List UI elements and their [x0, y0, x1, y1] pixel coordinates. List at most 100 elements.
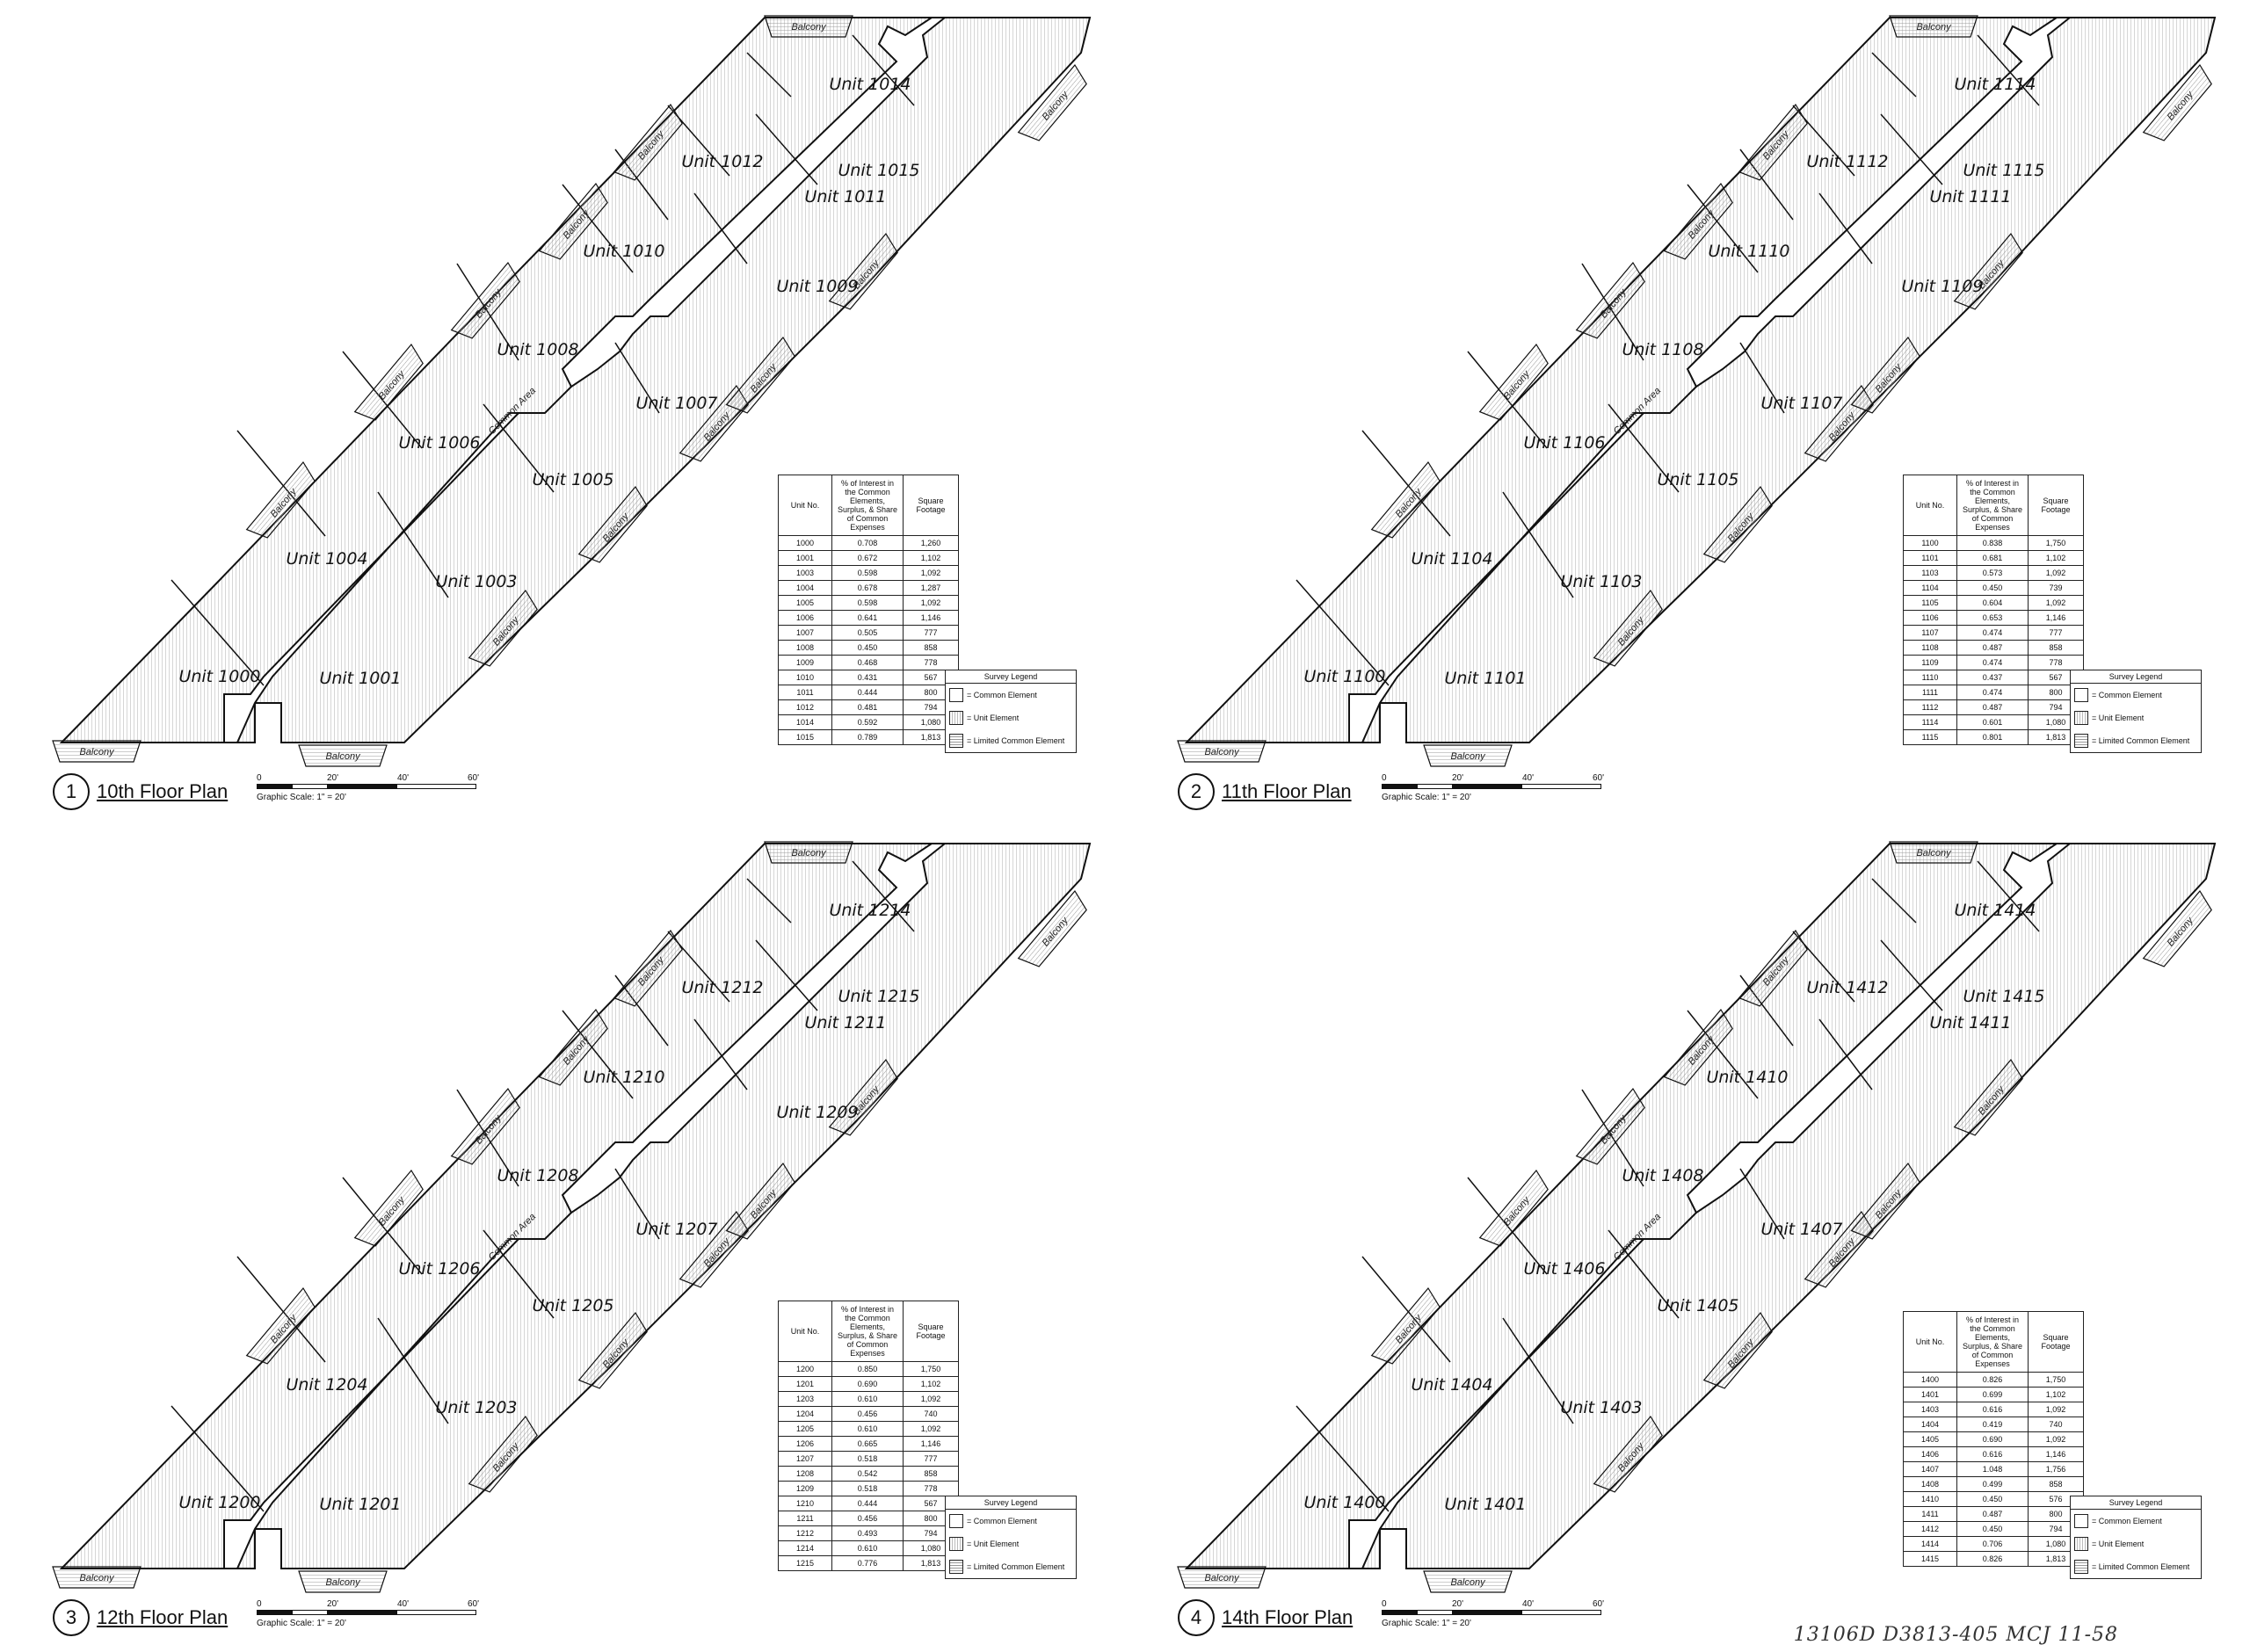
table-cell: 0.505 — [831, 625, 904, 641]
table-cell: 1200 — [778, 1361, 832, 1377]
unit-label: Unit 1411 — [1929, 1013, 2011, 1032]
table-cell: 1,092 — [903, 1421, 959, 1437]
table-cell: 1,092 — [2028, 1431, 2084, 1447]
unit-label: Unit 1410 — [1706, 1068, 1788, 1087]
unit-label: Unit 1210 — [583, 1068, 664, 1087]
table-cell: 1204 — [778, 1406, 832, 1422]
table-cell: 1201 — [778, 1376, 832, 1392]
unit-label: Unit 1008 — [497, 340, 578, 359]
unit-label: Unit 1209 — [776, 1103, 858, 1122]
table-cell: 0.444 — [831, 685, 904, 700]
scale-tick: 40' — [397, 773, 410, 783]
table-cell: 740 — [2028, 1417, 2084, 1432]
legend-item: = Unit Element — [946, 1532, 1076, 1555]
table-cell: 0.616 — [1956, 1402, 2029, 1417]
table-cell: 1,102 — [2028, 550, 2084, 566]
legend-item: = Limited Common Element — [946, 729, 1076, 752]
unit-interest-table: Unit No.% of Interest in the Common Elem… — [778, 1301, 959, 1571]
legend-item: = Common Element — [946, 1510, 1076, 1532]
unit-label: Unit 1105 — [1657, 470, 1738, 489]
table-cell: 0.450 — [1956, 580, 2029, 596]
table-cell: 0.681 — [1956, 550, 2029, 566]
table-cell: 0.444 — [831, 1496, 904, 1511]
table-cell: 0.419 — [1956, 1417, 2029, 1432]
unit-label: Unit 1114 — [1954, 75, 2036, 94]
table-cell: 1015 — [778, 729, 832, 745]
balcony: Balcony — [298, 744, 388, 767]
plan-title-text: 10th Floor Plan — [97, 780, 229, 802]
legend-label: = Unit Element — [967, 1540, 1020, 1548]
legend-swatch — [949, 1514, 963, 1528]
scale-caption: Graphic Scale: 1" = 20' — [257, 793, 346, 802]
table-cell: 777 — [2028, 625, 2084, 641]
table-cell: 1,092 — [903, 565, 959, 581]
legend-swatch — [949, 711, 963, 725]
table-cell: 1,750 — [903, 1361, 959, 1377]
table-cell: 1,092 — [903, 595, 959, 611]
table-header: Unit No. — [1903, 475, 1957, 536]
balcony-label: Balcony — [79, 1573, 115, 1583]
legend-swatch — [949, 688, 963, 702]
common-area-corridor — [1348, 843, 2072, 1569]
table-header: Unit No. — [1903, 1311, 1957, 1373]
plan-number-badge: 4 — [1178, 1599, 1215, 1636]
table-cell: 1408 — [1903, 1476, 1957, 1492]
unit-label: Unit 1205 — [532, 1296, 613, 1315]
scale-tick: 20' — [1452, 773, 1464, 783]
balcony-label: Balcony — [1204, 1573, 1240, 1583]
table-cell: 1112 — [1903, 699, 1957, 715]
unit-label: Unit 1200 — [178, 1493, 260, 1512]
balcony-label: Balcony — [1450, 751, 1486, 762]
scale-tick: 0 — [1382, 773, 1387, 783]
plan-number-badge: 3 — [53, 1599, 90, 1636]
unit-label: Unit 1007 — [635, 394, 717, 413]
table-cell: 1,102 — [903, 550, 959, 566]
unit-label: Unit 1214 — [829, 901, 911, 920]
unit-label: Unit 1403 — [1560, 1398, 1642, 1417]
unit-label: Unit 1207 — [635, 1220, 717, 1239]
balcony: Balcony — [1953, 232, 2023, 310]
balcony-label: Balcony — [791, 22, 827, 33]
legend-label: = Common Element — [967, 691, 1037, 699]
table-cell: 739 — [2028, 580, 2084, 596]
unit-label: Unit 1215 — [838, 987, 919, 1006]
table-cell: 1001 — [778, 550, 832, 566]
table-cell: 0.789 — [831, 729, 904, 745]
table-cell: 1104 — [1903, 580, 1957, 596]
balcony: Balcony — [1423, 1570, 1513, 1593]
balcony-label: Balcony — [79, 747, 115, 757]
table-header: Square Footage — [2028, 1311, 2084, 1373]
legend-swatch — [949, 1560, 963, 1574]
balcony-label: Balcony — [325, 751, 361, 762]
legend-swatch — [2074, 1560, 2088, 1574]
legend-swatch — [2074, 734, 2088, 748]
table-cell: 0.468 — [831, 655, 904, 670]
table-cell: 1010 — [778, 670, 832, 685]
table-cell: 1,287 — [903, 580, 959, 596]
unit-label: Unit 1011 — [804, 187, 886, 206]
unit-label: Unit 1112 — [1806, 152, 1888, 171]
balcony-label: Balcony — [1450, 1577, 1486, 1588]
table-cell: 1,092 — [2028, 565, 2084, 581]
table-cell: 1404 — [1903, 1417, 1957, 1432]
table-cell: 1101 — [1903, 550, 1957, 566]
table-cell: 1007 — [778, 625, 832, 641]
table-cell: 0.706 — [1956, 1536, 2029, 1552]
table-cell: 1208 — [778, 1466, 832, 1482]
legend-item: = Unit Element — [2071, 706, 2201, 729]
balcony: Balcony — [1370, 1286, 1441, 1365]
unit-label: Unit 1108 — [1622, 340, 1703, 359]
legend-title: Survey Legend — [946, 670, 1076, 684]
